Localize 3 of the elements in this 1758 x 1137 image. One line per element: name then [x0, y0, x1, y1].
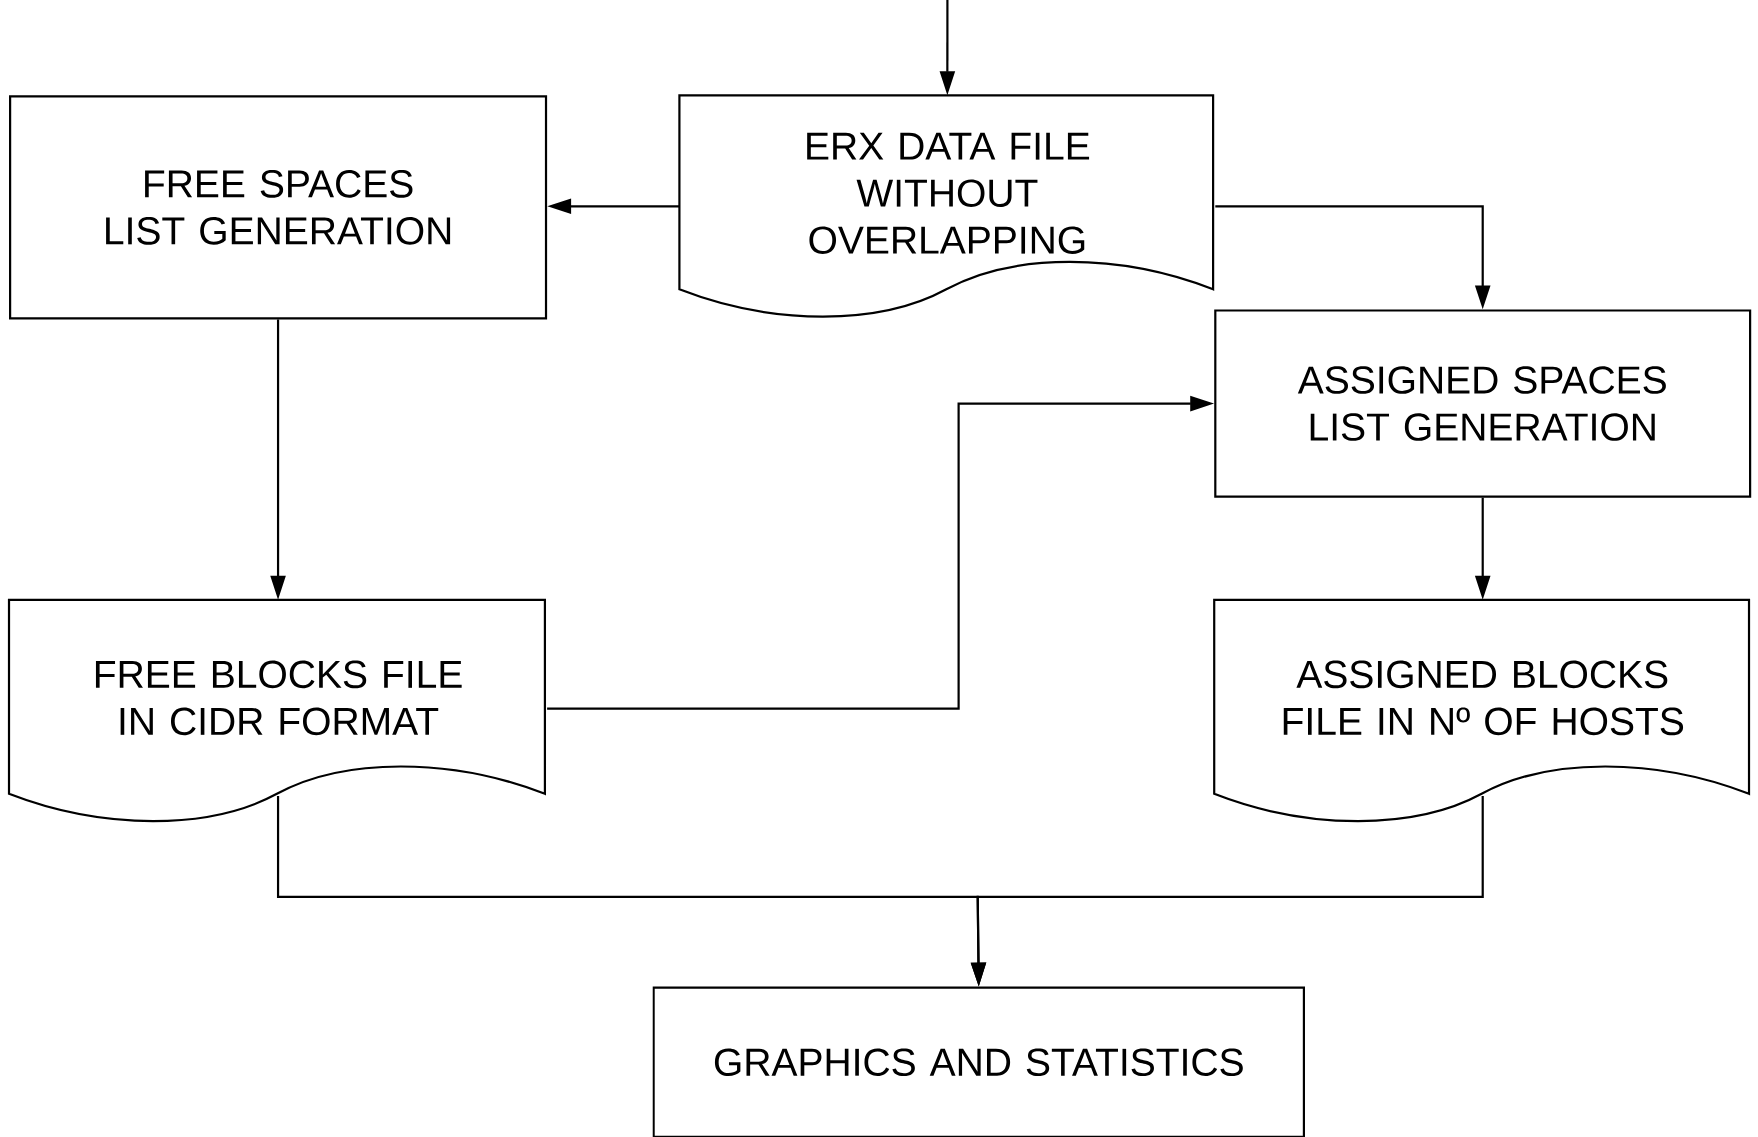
process-box: FREE SPACES LIST GENERATION	[9, 95, 548, 320]
process-box: ASSIGNED SPACES LIST GENERATION	[1214, 309, 1752, 498]
process-box: GRAPHICS AND STATISTICS	[652, 986, 1305, 1137]
